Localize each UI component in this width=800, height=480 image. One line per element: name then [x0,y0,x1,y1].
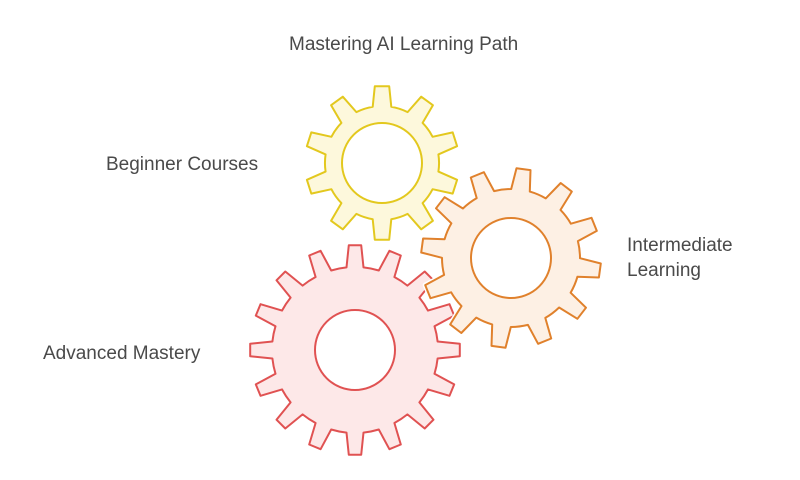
advanced-mastery-gear [247,242,463,458]
advanced-mastery-label: Advanced Mastery [43,343,201,364]
gear-icon [420,167,602,349]
beginner-courses-gear [304,83,460,243]
gear-layer [247,83,604,458]
intermediate-learning-label: Intermediate Learning [627,235,733,281]
diagram-title: Mastering AI Learning Path [289,34,519,55]
beginner-courses-label: Beginner Courses [106,154,259,175]
intermediate-learning-gear [418,165,604,351]
gear-icon [249,244,461,456]
gear-icon [305,85,459,241]
